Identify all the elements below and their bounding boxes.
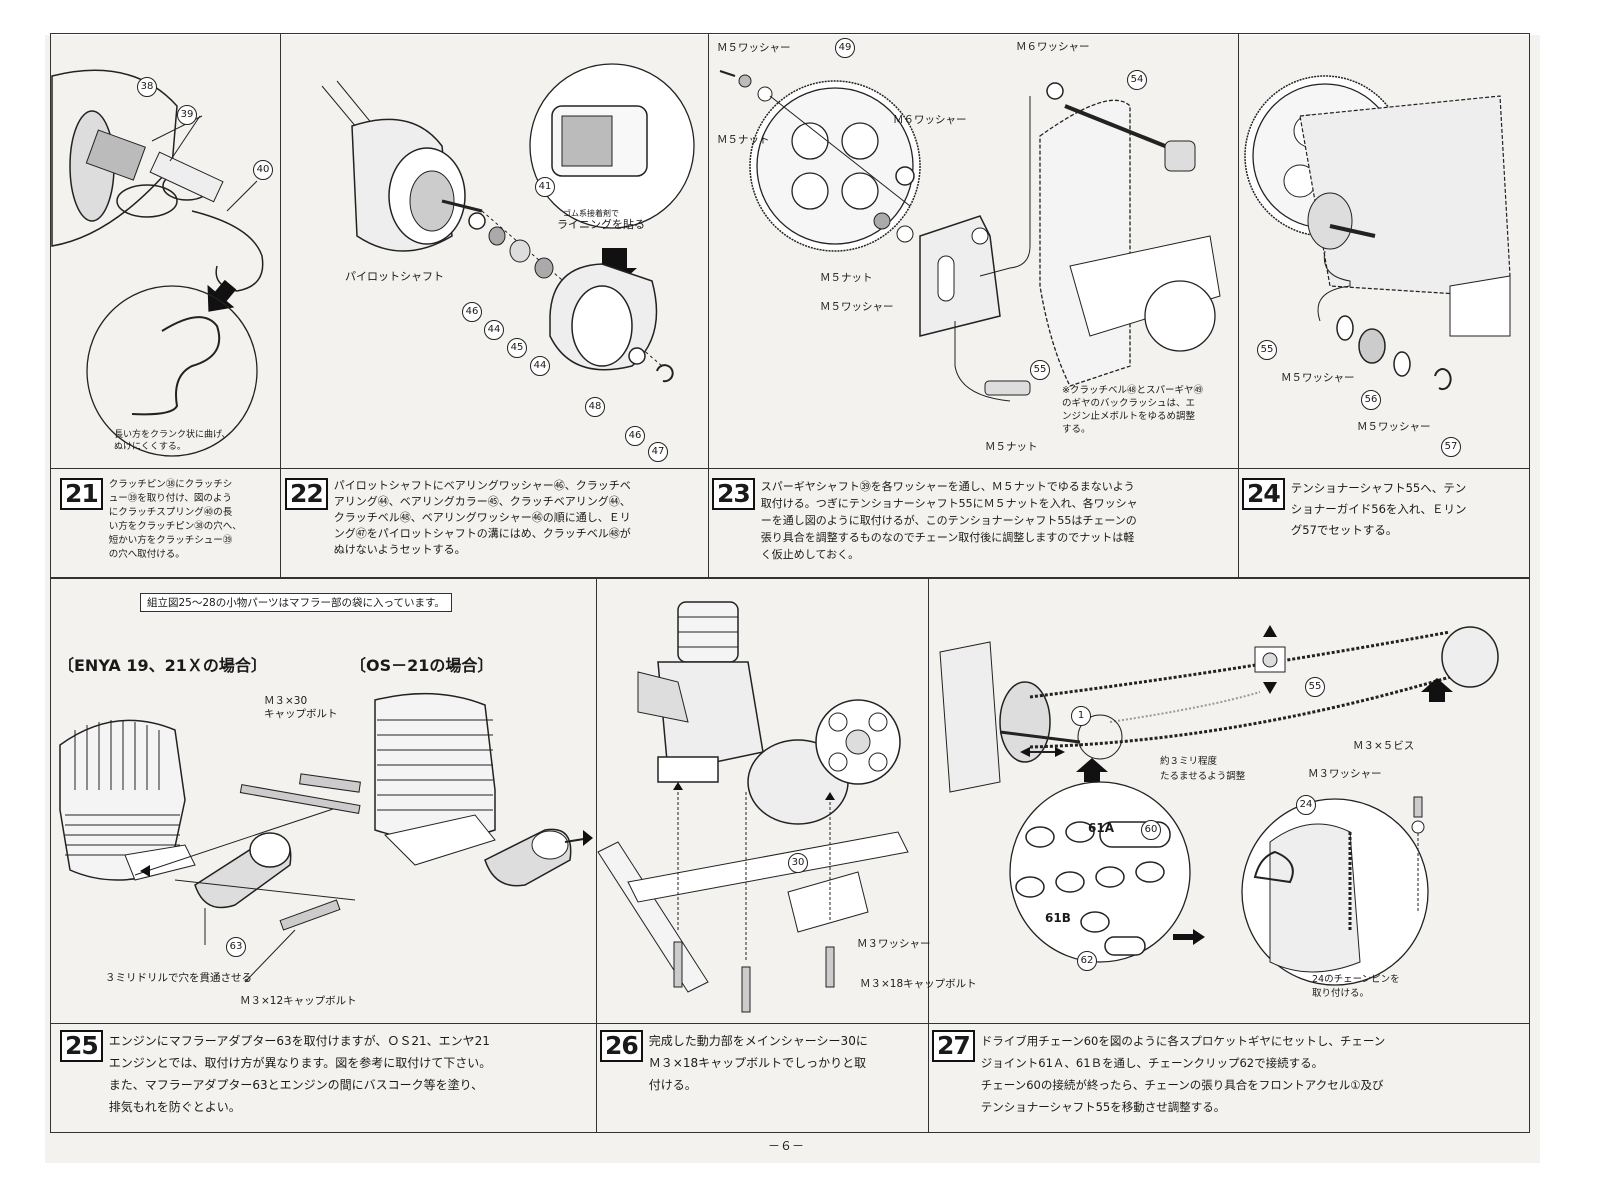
sag-adjust-label: 約３ミリ程度 たるませるよう調整 <box>1160 756 1246 782</box>
part-60-callout: 60 <box>1141 820 1161 840</box>
spur-gear-diagram-23 <box>710 36 1236 466</box>
part-30-callout: 30 <box>788 853 808 873</box>
m5-nut-label-2: Ｍ５ナット <box>820 272 873 284</box>
part-56-callout: 56 <box>1361 390 1381 410</box>
step-number-27: 27 <box>932 1030 975 1062</box>
step-text-21: クラッチピン㊳にクラッチシ ュー㊴を取り付け、図のよう にクラッチスプリング㊵の… <box>108 479 242 560</box>
spring-note: 長い方をクランク状に曲げ、 ぬけにくくする。 <box>114 430 231 452</box>
part-38-callout: 38 <box>137 77 157 97</box>
part-46b-callout: 46 <box>625 426 645 446</box>
m3x12-bolt-label: Ｍ３×12キャップボルト <box>240 995 357 1007</box>
chain-diagram-27 <box>930 625 1528 1020</box>
step-24: 24 テンショナーシャフト55へ、テン ショナーガイド56を入れ、Ｅリン グ57… <box>1242 478 1526 541</box>
part-44-callout: 44 <box>484 320 504 340</box>
part-46-callout: 46 <box>462 302 482 322</box>
step-text-24: テンショナーシャフト55へ、テン ショナーガイド56を入れ、Ｅリン グ57でセッ… <box>1290 481 1467 537</box>
lining-small-label: ゴム系接着剤で <box>563 209 619 218</box>
m6-washer-label-2: Ｍ６ワッシャー <box>893 114 967 126</box>
m3x30-bolt-label: Ｍ３×30 キャップボルト <box>264 695 338 720</box>
part-47-callout: 47 <box>648 442 668 462</box>
drill-label: ３ミリドリルで穴を貫通させる <box>105 972 252 984</box>
divider-22-23 <box>708 33 709 578</box>
step-25: 25 エンジンにマフラーアダプター63を取付けますが、ＯＳ21、エンヤ21 エン… <box>60 1030 590 1118</box>
part-24-callout: 24 <box>1296 795 1316 815</box>
m6-washer-label-1: Ｍ６ワッシャー <box>1016 41 1090 53</box>
part-55-callout: 55 <box>1030 360 1050 380</box>
clutch-bell-diagram-22 <box>282 36 706 466</box>
muffler-adapter-diagram-25 <box>55 690 593 1010</box>
lining-label: ライニングを貼る <box>557 218 645 231</box>
part-55-callout-27: 55 <box>1305 677 1325 697</box>
step-21: 21 クラッチピン㊳にクラッチシ ュー㊴を取り付け、図のよう にクラッチスプリン… <box>60 478 275 562</box>
step-number-23: 23 <box>712 478 755 510</box>
m5-washer-label-24b: Ｍ５ワッシャー <box>1357 421 1431 433</box>
os-heading: 〔OS－21の場合〕 <box>350 656 494 675</box>
step-text-27: ドライブ用チェーン60を図のように各スプロケットギヤにセットし、チェーン ジョイ… <box>980 1034 1386 1114</box>
tensioner-diagram-24 <box>1240 36 1528 466</box>
step-text-25: エンジンにマフラーアダプター63を取付けますが、ＯＳ21、エンヤ21 エンジンと… <box>108 1034 492 1114</box>
divider-23-24 <box>1238 33 1239 578</box>
part-61a-label: 61A <box>1088 821 1114 835</box>
top-divider <box>50 468 1530 469</box>
part-55-callout-24: 55 <box>1257 340 1277 360</box>
divider-25-26 <box>596 578 597 1133</box>
divider-26-27 <box>928 578 929 1133</box>
part-40-callout: 40 <box>253 160 273 180</box>
step-number-22: 22 <box>285 478 328 510</box>
m5-washer-label-24a: Ｍ５ワッシャー <box>1281 372 1355 384</box>
part-41-callout: 41 <box>535 177 555 197</box>
part-44b-callout: 44 <box>530 356 550 376</box>
part-62-callout: 62 <box>1077 951 1097 971</box>
m5-nut-label-3: Ｍ５ナット <box>985 441 1038 453</box>
m3-washer-label-26: Ｍ３ワッシャー <box>857 938 931 950</box>
step-26: 26 完成した動力部をメインシャーシー30に Ｍ３×18キャップボルトでしっかり… <box>600 1030 925 1096</box>
part-1-callout: 1 <box>1071 706 1091 726</box>
m5-washer-label-2: Ｍ５ワッシャー <box>820 301 894 313</box>
step-text-23: スパーギヤシャフト㊴を各ワッシャーを通し、Ｍ５ナットでゆるまないよう 取付ける。… <box>760 480 1138 561</box>
part-48-callout: 48 <box>585 397 605 417</box>
enya-heading: 〔ENYA 19、21Ｘの場合〕 <box>58 656 267 675</box>
m3x18-bolt-label: Ｍ３×18キャップボルト <box>860 978 977 990</box>
page-number: －６－ <box>768 1139 805 1153</box>
bottom-section-frame <box>50 578 1530 1133</box>
part-54-callout: 54 <box>1127 70 1147 90</box>
step-text-26: 完成した動力部をメインシャーシー30に Ｍ３×18キャップボルトでしっかりと取 … <box>648 1034 868 1092</box>
m5-nut-label-1: Ｍ５ナット <box>717 134 770 146</box>
part-61b-label: 61B <box>1045 911 1071 925</box>
m3x5-screw-label: Ｍ３×５ビス <box>1353 740 1415 752</box>
bottom-divider <box>50 1023 1530 1024</box>
step-number-26: 26 <box>600 1030 643 1062</box>
chain-pin-label: 24のチェーンピンを 取り付ける。 <box>1312 974 1400 999</box>
step-text-22: パイロットシャフトにベアリングワッシャー㊻、クラッチベ アリング㊹、ベアリングカ… <box>333 479 631 556</box>
top-section-frame <box>50 33 1530 578</box>
part-45-callout: 45 <box>507 338 527 358</box>
part-49-callout: 49 <box>835 38 855 58</box>
m5-washer-label-1: Ｍ５ワッシャー <box>717 42 791 54</box>
divider-21-22 <box>280 33 281 578</box>
step-22: 22 パイロットシャフトにベアリングワッシャー㊻、クラッチベ アリング㊹、ベアリ… <box>285 478 705 558</box>
m3-washer-label-27: Ｍ３ワッシャー <box>1308 768 1382 780</box>
step-27: 27 ドライブ用チェーン60を図のように各スプロケットギヤにセットし、チェーン … <box>932 1030 1527 1118</box>
part-57-callout: 57 <box>1441 437 1461 457</box>
step-23: 23 スパーギヤシャフト㊴を各ワッシャーを通し、Ｍ５ナットでゆるまないよう 取付… <box>712 478 1234 563</box>
clutch-diagram-21 <box>52 36 278 466</box>
backlash-note: ※クラッチベル㊽とスパーギヤ㊾ のギヤのバックラッシュは、エ ンジン止メボルトを… <box>1062 385 1203 435</box>
pilot-shaft-label: パイロットシャフト <box>345 270 444 283</box>
step-number-24: 24 <box>1242 478 1285 510</box>
step-number-21: 21 <box>60 478 103 510</box>
chassis-mount-diagram-26 <box>598 582 926 1020</box>
step-number-25: 25 <box>60 1030 103 1062</box>
part-63-callout: 63 <box>226 937 246 957</box>
part-39-callout: 39 <box>177 105 197 125</box>
small-parts-note: 組立図25～28の小物パーツはマフラー部の袋に入っています。 <box>140 593 452 612</box>
